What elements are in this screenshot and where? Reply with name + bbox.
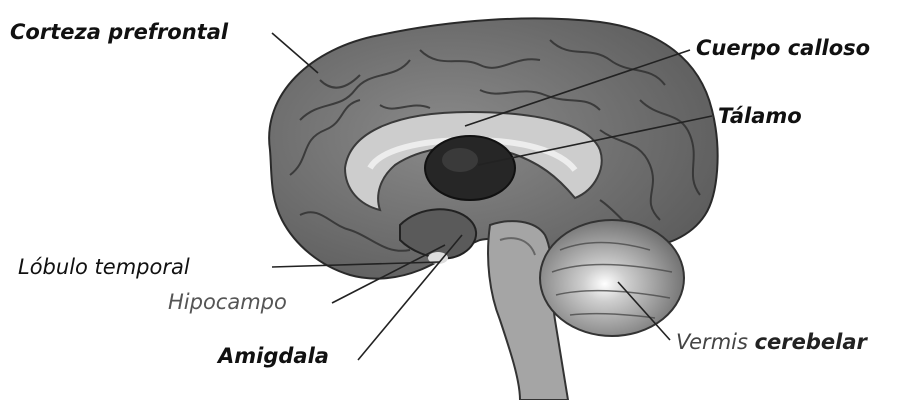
label-cuerpo-calloso: Cuerpo calloso	[696, 36, 870, 60]
label-vermis-cerebelar: Vermis cerebelar	[676, 330, 867, 354]
label-lobulo-temporal: Lóbulo temporal	[18, 255, 190, 279]
label-amigdala: Amigdala	[218, 344, 329, 368]
label-hipocampo: Hipocampo	[168, 290, 287, 314]
label-talamo: Tálamo	[718, 104, 802, 128]
label-corteza-prefrontal: Corteza prefrontal	[10, 20, 228, 44]
label-vermis-word: Vermis	[676, 330, 748, 354]
label-cerebelar-word: cerebelar	[755, 330, 867, 354]
cerebellum	[540, 220, 684, 336]
